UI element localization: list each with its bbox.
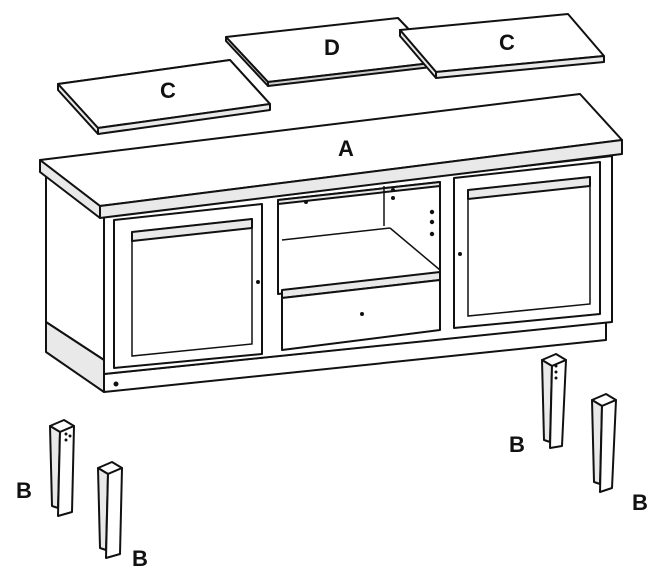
label-b-left: B xyxy=(132,546,148,571)
label-c-left: C xyxy=(160,78,176,103)
panel-d: D xyxy=(225,17,441,87)
top-a: A xyxy=(39,93,623,219)
label-a: A xyxy=(338,136,354,161)
leg-b-front-left: B xyxy=(16,419,75,517)
leg-b-far-right: B xyxy=(591,393,648,515)
panel-c-right: C xyxy=(399,13,605,79)
label-b-right: B xyxy=(509,432,525,457)
drawer xyxy=(281,279,441,351)
label-c-right: C xyxy=(499,30,515,55)
leg-b-left: B xyxy=(97,461,148,571)
center-compartment xyxy=(277,181,441,299)
label-b-front-left: B xyxy=(16,478,32,503)
leg-b-right: B xyxy=(509,353,567,457)
top-a-edge-front xyxy=(99,139,623,219)
door-left xyxy=(113,203,263,369)
door-right xyxy=(453,161,601,329)
panel-c-left: C xyxy=(57,59,271,135)
label-b-far-right: B xyxy=(632,490,648,515)
label-d: D xyxy=(324,35,340,60)
cabinet: A xyxy=(39,93,623,393)
